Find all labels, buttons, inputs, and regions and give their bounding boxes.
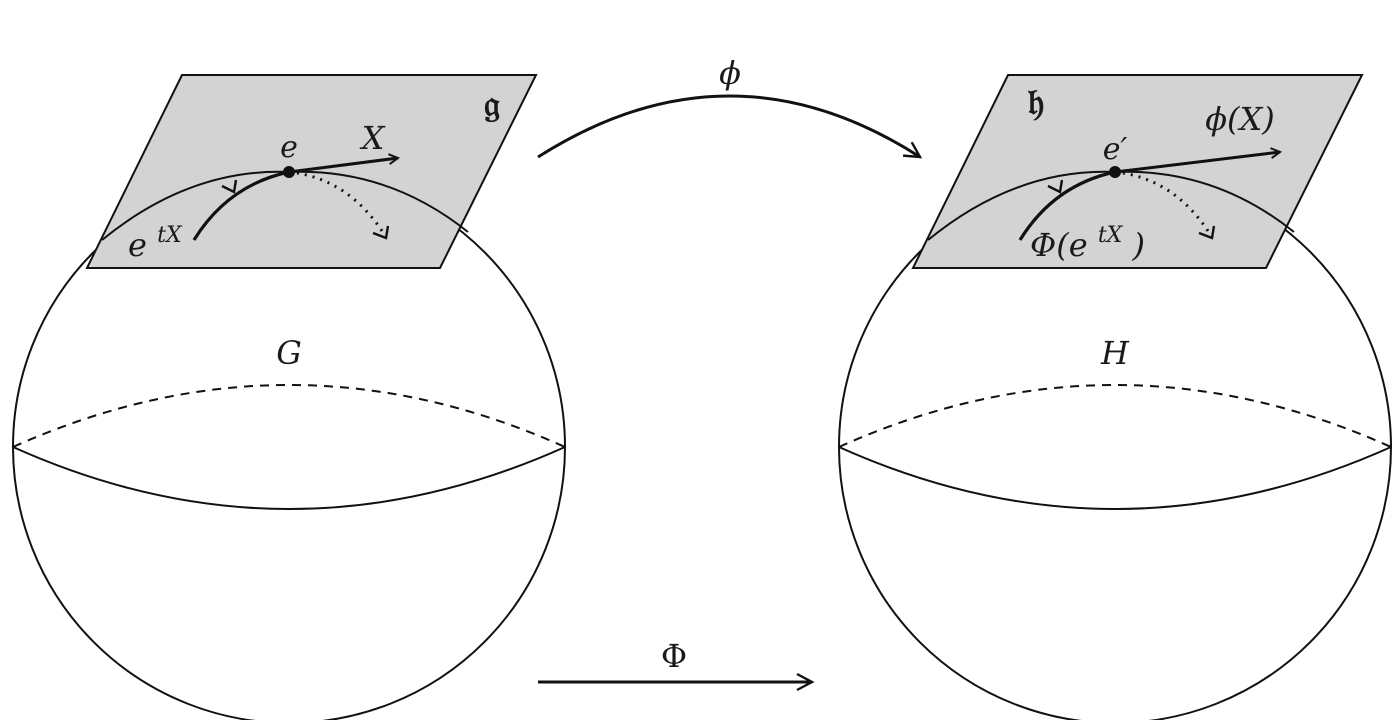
lie-algebra-map: ϕ	[537, 54, 923, 159]
right-curve-label-exponent: tX	[1098, 223, 1124, 248]
right-algebra-label: 𝔥	[1028, 81, 1044, 123]
group-map-label: Φ	[661, 637, 687, 675]
left-curve	[192, 170, 290, 241]
left-dotted-arrowhead	[372, 225, 390, 240]
left-equator-back	[12, 384, 566, 448]
right-identity-point	[1109, 166, 1121, 178]
right-equator-front	[838, 446, 1392, 510]
left-tangent-vector	[288, 158, 398, 174]
right-dotted-continuation	[1114, 170, 1212, 235]
right-curve-label-prefix: Φ(e	[1030, 226, 1088, 264]
right-curve	[1018, 170, 1116, 241]
left-curve-label-exponent: tX	[157, 223, 183, 248]
right-curve-label-suffix: )	[1132, 226, 1145, 264]
right-group-label: H	[1100, 334, 1130, 372]
left-equator-front	[12, 446, 566, 510]
right-curve-arrowhead	[1047, 179, 1064, 194]
left-algebra-label: 𝔤	[484, 83, 500, 125]
left-group: G 𝔤 e X e tX	[12, 74, 566, 720]
right-equator-back	[838, 384, 1392, 448]
left-curve-arrowhead	[221, 179, 238, 194]
right-curve-label: Φ(e tX )	[1030, 212, 1145, 264]
left-dotted-continuation	[288, 170, 386, 235]
right-identity-label: e′	[1103, 132, 1128, 167]
right-tangent-vector	[1114, 152, 1280, 174]
left-identity-label: e	[280, 130, 298, 165]
lie-algebra-map-arrow	[537, 94, 923, 159]
lie-algebra-map-label: ϕ	[719, 54, 741, 92]
group-map: Φ	[538, 637, 815, 692]
left-vector-label: X	[359, 119, 386, 157]
left-curve-label-base: e	[128, 226, 147, 264]
right-group: H 𝔥 e′ ϕ(X) Φ(e tX )	[838, 74, 1392, 720]
left-identity-point	[283, 166, 295, 178]
left-curve-label: e tX	[128, 223, 183, 264]
right-dotted-arrowhead	[1198, 225, 1216, 240]
right-vector-label: ϕ(X)	[1205, 100, 1275, 138]
left-group-label: G	[276, 334, 302, 372]
